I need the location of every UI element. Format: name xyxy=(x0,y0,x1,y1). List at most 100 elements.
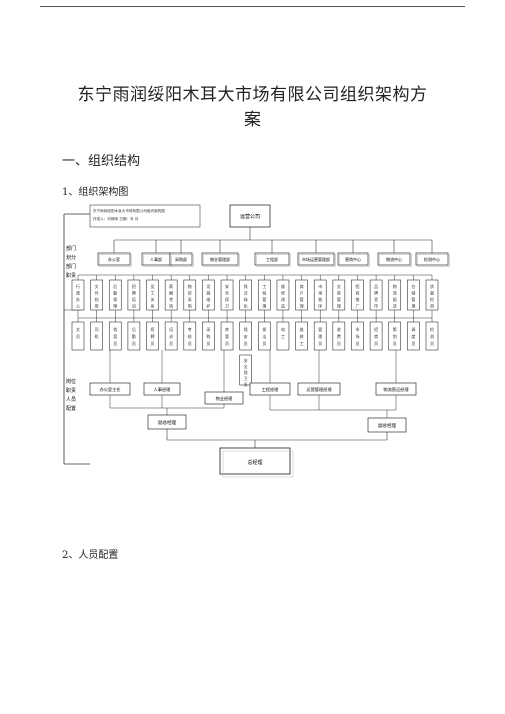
svg-text:量: 量 xyxy=(430,290,434,296)
subsection-heading-chart: 1、组织架构图 xyxy=(62,187,129,198)
svg-text:培: 培 xyxy=(132,296,136,302)
svg-text:广: 广 xyxy=(355,303,359,309)
svg-text:购: 购 xyxy=(188,303,192,309)
svg-text:机: 机 xyxy=(95,333,99,339)
svg-text:管: 管 xyxy=(225,333,229,339)
svg-text:保: 保 xyxy=(225,296,229,302)
svg-text:流: 流 xyxy=(393,290,397,296)
svg-text:理: 理 xyxy=(337,303,341,309)
svg-text:库: 库 xyxy=(225,326,229,332)
svg-text:员: 员 xyxy=(411,340,415,346)
post-label: 维修工 xyxy=(300,326,304,346)
duty-row: 行政办公文件档案后勤保障招聘培训员工关系薪酬考核物资采购设施维护安全保卫保洁绿化… xyxy=(71,274,439,311)
post-box xyxy=(202,321,215,351)
svg-text:员: 员 xyxy=(113,340,117,346)
post-label: 管理员 xyxy=(318,326,322,346)
svg-text:考: 考 xyxy=(188,326,192,332)
svg-text:员: 员 xyxy=(374,340,378,346)
svg-text:程: 程 xyxy=(262,290,266,296)
svg-text:物: 物 xyxy=(393,283,397,289)
svg-text:管: 管 xyxy=(262,296,266,302)
svg-text:卫: 卫 xyxy=(225,304,229,309)
svg-text:司: 司 xyxy=(95,327,99,332)
svg-text:全: 全 xyxy=(244,364,248,369)
post-label: 保洁员 xyxy=(262,326,266,346)
svg-text:聘: 聘 xyxy=(151,333,155,339)
svg-text:员: 员 xyxy=(430,340,434,346)
svg-text:度: 度 xyxy=(411,333,415,339)
post-label: 收费员 xyxy=(337,326,341,346)
svg-text:理: 理 xyxy=(318,333,322,339)
svg-text:检: 检 xyxy=(430,296,434,302)
svg-text:调: 调 xyxy=(411,326,415,332)
department-label: 市场运营管理部 xyxy=(302,256,330,262)
svg-text:改: 改 xyxy=(281,296,285,302)
post-label: 后勤员 xyxy=(132,326,136,346)
svg-text:办: 办 xyxy=(76,296,80,302)
post-label-line: 配置 xyxy=(66,406,76,412)
svg-text:商: 商 xyxy=(300,283,304,289)
svg-text:招: 招 xyxy=(374,326,378,332)
svg-text:工: 工 xyxy=(262,284,266,289)
svg-text:酬: 酬 xyxy=(169,290,173,296)
post-box xyxy=(258,321,271,351)
manager-label: 物业经理 xyxy=(216,395,234,402)
svg-text:训: 训 xyxy=(132,303,136,309)
svg-text:关: 关 xyxy=(151,296,155,302)
svg-text:保: 保 xyxy=(244,370,248,375)
post-box xyxy=(90,321,103,351)
svg-text:员: 员 xyxy=(244,340,248,346)
svg-text:文: 文 xyxy=(76,326,80,332)
svg-text:户: 户 xyxy=(300,290,304,296)
department-box xyxy=(254,252,290,266)
manager-row: 办公室主任人事经理物业经理工程经理运营管理经理物流营运经理 xyxy=(89,350,417,418)
post-box xyxy=(220,321,234,351)
svg-text:易: 易 xyxy=(337,291,341,296)
manager-label: 办公室主任 xyxy=(100,386,121,393)
department-label: 工程部 xyxy=(266,256,278,262)
svg-text:文: 文 xyxy=(95,283,99,289)
svg-text:薪: 薪 xyxy=(169,283,173,289)
post-box xyxy=(127,321,141,351)
post-label: 招商员 xyxy=(374,326,378,346)
svg-text:电: 电 xyxy=(281,326,285,332)
svg-text:员: 员 xyxy=(206,340,210,346)
dept-label-line: 部门 xyxy=(66,263,76,270)
svg-text:商: 商 xyxy=(374,333,378,339)
svg-text:秩: 秩 xyxy=(318,296,322,302)
svg-text:化: 化 xyxy=(244,303,248,309)
svg-text:核: 核 xyxy=(169,303,173,309)
svg-text:宣: 宣 xyxy=(374,296,378,302)
chart-note-line1: 东宁雨润绥阳木耳大市场有限公司组织架构图 xyxy=(93,208,165,213)
svg-text:费: 费 xyxy=(337,333,341,339)
svg-text:勤: 勤 xyxy=(113,290,117,296)
post-box xyxy=(276,321,290,351)
svg-text:质: 质 xyxy=(430,283,434,289)
post-label: 司机 xyxy=(95,327,99,339)
svg-text:配: 配 xyxy=(393,297,397,302)
subsection-heading-staffing: 2、人员配置 xyxy=(62,550,119,561)
chart-note-line2: 作成人：刘继晖 日期：年 月 xyxy=(93,216,138,221)
post-label-line: 人员 xyxy=(66,397,76,403)
svg-text:保: 保 xyxy=(113,296,117,302)
post-label-line: 职责 xyxy=(66,387,76,394)
svg-text:策: 策 xyxy=(393,326,397,332)
manager-label: 工程经理 xyxy=(262,386,280,393)
svg-text:员: 员 xyxy=(188,340,192,346)
post-label: 库管员 xyxy=(225,326,229,346)
post-label: 市场员 xyxy=(355,326,359,346)
department-box xyxy=(377,252,411,266)
post-label: 档案员 xyxy=(113,326,117,346)
header-rule xyxy=(40,6,465,7)
svg-text:安: 安 xyxy=(244,333,248,339)
department-label: 办公室 xyxy=(108,256,120,262)
